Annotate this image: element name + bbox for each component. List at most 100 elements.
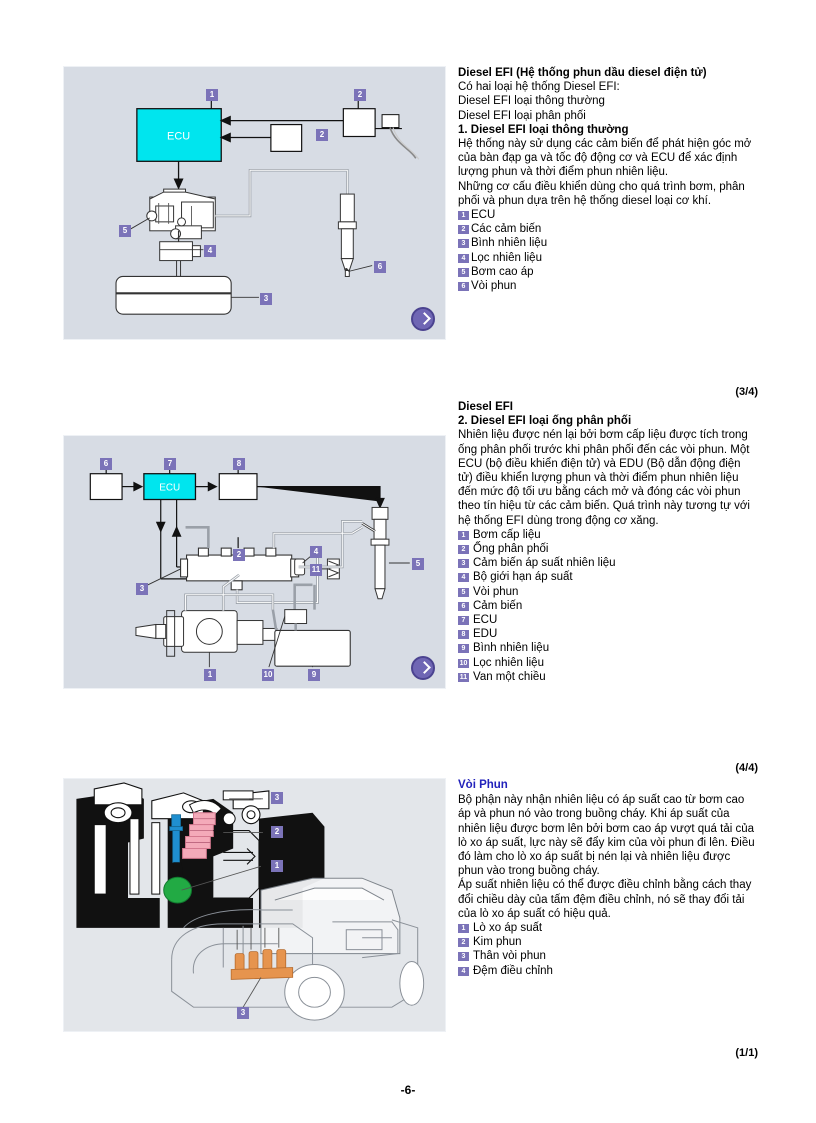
section-3-page-count: (1/1) <box>735 1047 758 1059</box>
section-2-body-0: Nhiên liệu được nén lại bởi bơm cấp liệu… <box>458 429 750 527</box>
legend-badge: 5 <box>458 267 469 277</box>
callout-3-top: 3 <box>271 792 283 804</box>
section-diesel-efi-common-rail: Diesel EFI 2. Diesel EFI loại ống phân p… <box>458 400 758 684</box>
legend-badge: 4 <box>458 573 469 583</box>
diagram-conventional-diesel-efi: ECU <box>63 66 446 340</box>
legend-badge: 9 <box>458 644 469 654</box>
callout-3: 3 <box>136 583 148 595</box>
callout-10: 10 <box>262 669 274 681</box>
legend-badge: 1 <box>458 924 469 934</box>
legend-label: Bơm cấp liệu <box>473 528 541 541</box>
legend-label: Van một chiều <box>473 670 546 683</box>
callout-7: 7 <box>164 458 176 470</box>
section-3-heading: Vòi Phun <box>458 779 508 791</box>
section-1-body-1: Những cơ cấu điều khiển dùng cho quá trì… <box>458 180 745 207</box>
diagram-injector-cutaway: 3 2 1 3 <box>63 778 446 1032</box>
callout-5: 5 <box>412 558 424 570</box>
callout-3: 3 <box>260 293 272 305</box>
legend-label: Vòi phun <box>473 585 519 598</box>
legend-badge: 5 <box>458 587 469 597</box>
legend-badge: 2 <box>458 545 469 555</box>
callout-2b: 2 <box>316 129 328 141</box>
list-item: 4 Đệm điều chỉnh <box>458 964 758 978</box>
section-1-intro-1: Diesel EFI loại thông thường <box>458 95 605 108</box>
legend-label: Cảm biến <box>473 599 523 612</box>
section-2-page-count: (4/4) <box>735 762 758 774</box>
legend-badge: 4 <box>458 966 469 976</box>
legend-label: Vòi phun <box>471 280 517 293</box>
page-number: -6- <box>400 1083 416 1097</box>
section-1-heading: Diesel EFI (Hệ thống phun dầu diesel điệ… <box>458 67 707 79</box>
callout-6: 6 <box>100 458 112 470</box>
legend-badge: 2 <box>458 225 469 235</box>
legend-label: Các cảm biến <box>471 223 542 236</box>
list-item: 9 Bình nhiên liệu <box>458 641 758 655</box>
callout-4: 4 <box>204 245 216 257</box>
legend-badge: 1 <box>458 211 469 221</box>
legend-label: Kim phun <box>473 936 522 949</box>
section-1-intro-0: Có hai loại hệ thống Diesel EFI: <box>458 81 620 94</box>
legend-label: Bình nhiên liệu <box>473 642 550 655</box>
callout-2: 2 <box>271 826 283 838</box>
legend-label: ECU <box>473 614 498 627</box>
legend-badge: 10 <box>458 658 469 668</box>
section-diesel-efi-conventional: Diesel EFI (Hệ thống phun dầu diesel điệ… <box>458 66 758 293</box>
next-arrow-icon-panel-2[interactable] <box>411 656 435 680</box>
section-2-heading: Diesel EFI <box>458 401 513 413</box>
callout-5: 5 <box>119 225 131 237</box>
section-1-intro-2: Diesel EFI loại phân phối <box>458 109 586 122</box>
section-3-body-0: Bộ phận này nhận nhiên liệu có áp suất c… <box>458 794 755 878</box>
callout-4: 4 <box>310 546 322 558</box>
legend-badge: 3 <box>458 559 469 569</box>
legend-badge: 6 <box>458 282 469 292</box>
legend-label: Đệm điều chỉnh <box>473 964 553 977</box>
legend-badge: 2 <box>458 938 469 948</box>
callout-6: 6 <box>374 261 386 273</box>
callout-1: 1 <box>204 669 216 681</box>
legend-label: Lò xo áp suất <box>473 922 543 935</box>
callout-11: 11 <box>310 564 322 576</box>
callout-1: 1 <box>271 860 283 872</box>
diagram-common-rail-diesel-efi: ECU <box>63 435 446 689</box>
legend-badge: 3 <box>458 239 469 249</box>
list-item: 2 Ống phân phối <box>458 542 758 556</box>
legend-label: EDU <box>473 628 498 641</box>
list-item: 2 Kim phun <box>458 935 758 949</box>
ecu-label-diagram-1: ECU <box>167 130 190 142</box>
legend-label: Ống phân phối <box>473 543 549 556</box>
legend-label: Thân vòi phun <box>473 950 546 963</box>
legend-label: Bơm cao áp <box>471 265 534 278</box>
callout-3-vehicle: 3 <box>237 1007 249 1019</box>
callout-1: 1 <box>206 89 218 101</box>
callout-9: 9 <box>308 669 320 681</box>
next-arrow-icon-panel-1[interactable] <box>411 307 435 331</box>
legend-label: Lọc nhiên liệu <box>473 656 544 669</box>
section-2-subheading: 2. Diesel EFI loại ống phân phối <box>458 415 632 428</box>
section-3-body-1: Áp suất nhiên liệu có thể được điều chỉn… <box>458 879 752 920</box>
callout-2a: 2 <box>354 89 366 101</box>
section-voi-phun: Vòi Phun Bộ phận này nhận nhiên liệu có … <box>458 778 758 978</box>
list-item: 1 Lò xo áp suất <box>458 921 758 935</box>
section-1-subheading: 1. Diesel EFI loại thông thường <box>458 123 629 136</box>
callout-8: 8 <box>233 458 245 470</box>
section-1-page-count: (3/4) <box>735 386 758 398</box>
list-item: 5 Vòi phun <box>458 585 758 599</box>
section-1-body-0: Hệ thống này sử dụng các cảm biến để phá… <box>458 138 752 179</box>
list-item: 10 Lọc nhiên liệu <box>458 656 758 670</box>
legend-badge: 7 <box>458 616 469 626</box>
